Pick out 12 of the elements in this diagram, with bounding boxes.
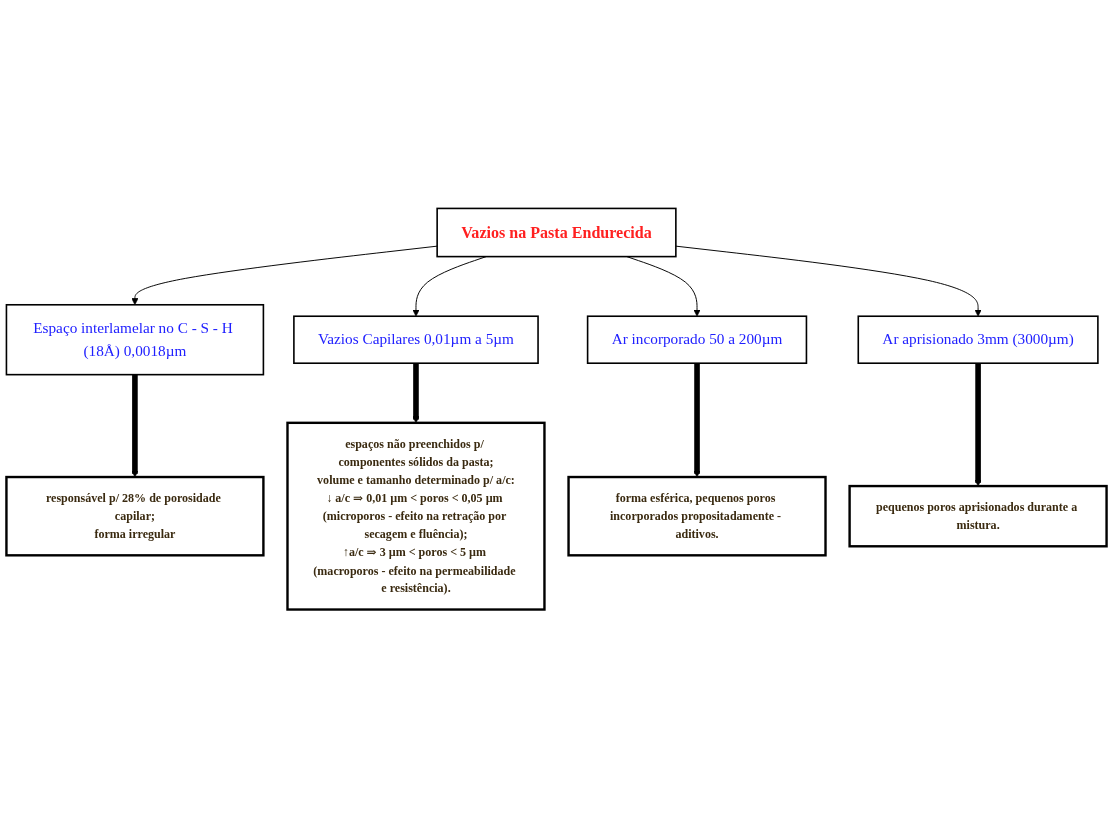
- node-box: Vazios na Pasta Endurecida: [436, 207, 677, 258]
- arrow: [974, 363, 982, 487]
- node-box: Espaço interlamelar no C - S - H (18Å) 0,0018µm: [5, 304, 265, 376]
- arrow: [693, 363, 701, 478]
- node-box: espaços não preenchidos p/ componentes sólidos da pasta; volume e tamanho determinado p/ a/c: ↓ a/c ⇒ 0,01 µm < poros < 0,05 µm (microporos - efeito na retração por secagem e fluência); ↑a/c ⇒ 3 µm < poros < 5 µm (macroporos - efeito na permeabilidade e resistência).: [286, 421, 546, 611]
- node-box: responsável p/ 28% de porosidade capilar; forma irregular: [5, 475, 265, 557]
- node-box: Ar aprisionado 3mm (3000µm): [857, 315, 1099, 365]
- node-box: Vazios Capilares 0,01µm a 5µm: [293, 315, 539, 365]
- node-box: pequenos poros aprisionados durante a mistura.: [848, 484, 1108, 548]
- arrow: [131, 374, 139, 478]
- node-box: forma esférica, pequenos poros incorporados propositadamente - aditivos.: [567, 475, 827, 557]
- node-box: Ar incorporado 50 a 200µm: [586, 315, 808, 365]
